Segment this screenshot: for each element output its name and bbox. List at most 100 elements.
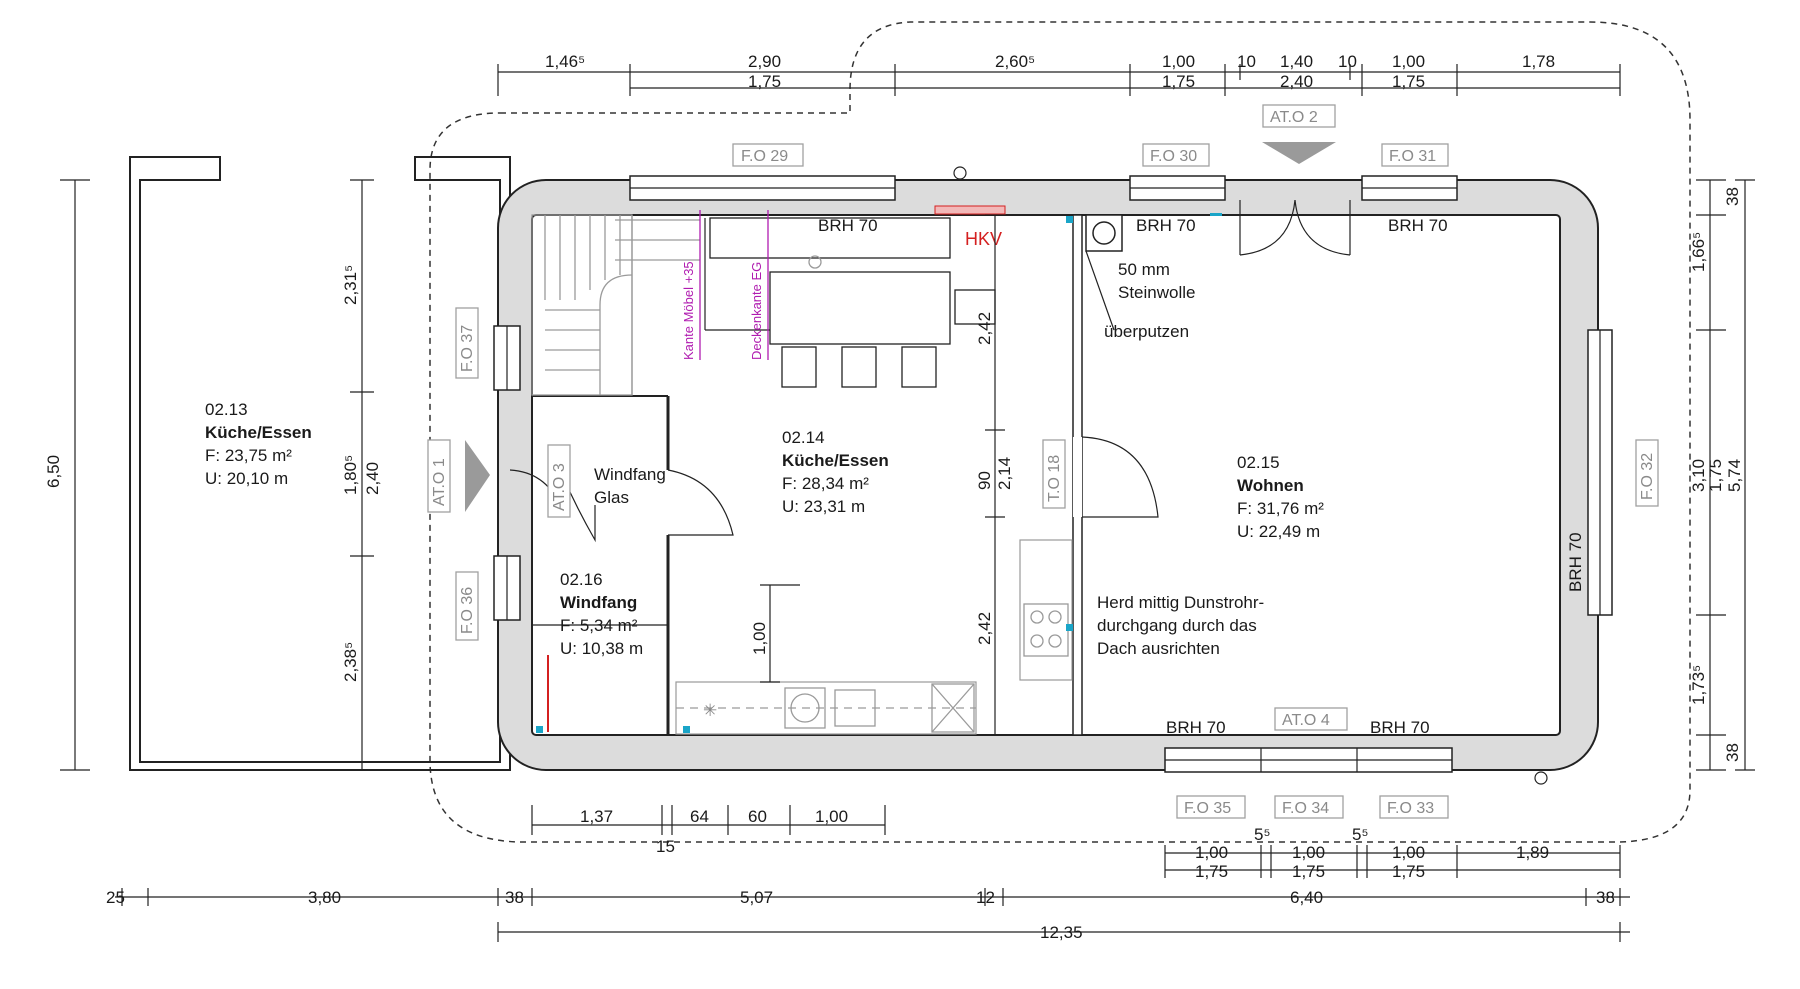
tag-f-o-34: F.O 34	[1274, 795, 1344, 819]
svg-text:1,37: 1,37	[580, 807, 613, 826]
svg-text:1,78: 1,78	[1522, 52, 1555, 71]
svg-text:F.O 31: F.O 31	[1389, 148, 1436, 165]
cyan-markers	[536, 213, 1222, 733]
window-left-lower	[493, 555, 521, 621]
svg-text:2,40: 2,40	[363, 462, 382, 495]
tag-at-o-1: AT.O 1	[427, 439, 451, 513]
tag-f-o-32: F.O 32	[1635, 439, 1659, 507]
hkv-unit	[934, 205, 1006, 215]
svg-text:U: 22,49 m: U: 22,49 m	[1237, 522, 1320, 541]
svg-text:02.16: 02.16	[560, 570, 603, 589]
svg-text:Windfang: Windfang	[560, 593, 637, 612]
window-top-mid	[1129, 175, 1226, 201]
dim-chain-right	[1696, 179, 1755, 771]
svg-text:F: 28,34 m²: F: 28,34 m²	[782, 474, 869, 493]
note-insulation-2: Steinwolle	[1118, 283, 1196, 302]
tag-f-o-36: F.O 36	[455, 571, 479, 641]
svg-text:1,89: 1,89	[1516, 843, 1549, 862]
terrace-outline	[129, 156, 511, 771]
svg-text:2,31⁵: 2,31⁵	[341, 265, 360, 305]
tag-f-o-35: F.O 35	[1176, 795, 1246, 819]
svg-text:1,73⁵: 1,73⁵	[1689, 665, 1708, 705]
svg-text:38: 38	[1723, 187, 1742, 206]
tag-t-o-18: T.O 18	[1042, 439, 1066, 509]
svg-text:AT.O 4: AT.O 4	[1282, 712, 1330, 729]
brh-4: BRH 70	[1166, 718, 1226, 737]
svg-text:1,75: 1,75	[1392, 862, 1425, 881]
staircase	[531, 214, 700, 396]
svg-text:2,60⁵: 2,60⁵	[995, 52, 1035, 71]
svg-text:F.O 30: F.O 30	[1150, 148, 1197, 165]
svg-text:1,75: 1,75	[1292, 862, 1325, 881]
svg-text:60: 60	[748, 807, 767, 826]
room-02-13: 02.13 Küche/Essen F: 23,75 m² U: 20,10 m	[205, 400, 312, 488]
svg-text:1,00: 1,00	[1392, 843, 1425, 862]
note-insulation-1: 50 mm	[1118, 260, 1170, 279]
svg-text:1,75: 1,75	[1706, 459, 1725, 492]
window-top-right	[1361, 175, 1458, 201]
dim-text-bottom: 1,37 64 60 1,00 15 5⁵ 5⁵ 1,00 1,00 1,00 …	[106, 807, 1615, 942]
svg-text:02.15: 02.15	[1237, 453, 1280, 472]
room-02-14: 02.14 Küche/Essen F: 28,34 m² U: 23,31 m	[782, 428, 889, 516]
hkv-label: HKV	[965, 229, 1002, 249]
svg-text:5,74: 5,74	[1725, 459, 1744, 492]
tag-f-o-37: F.O 37	[455, 307, 479, 379]
label-deckenkante: Deckenkante EG	[749, 262, 764, 360]
brh-5: BRH 70	[1370, 718, 1430, 737]
svg-text:1,00: 1,00	[1292, 843, 1325, 862]
svg-text:1,00: 1,00	[1392, 52, 1425, 71]
note-herd-1: Herd mittig Dunstrohr-	[1097, 593, 1264, 612]
svg-text:T.O 18: T.O 18	[1046, 455, 1063, 502]
svg-text:3,10: 3,10	[1689, 459, 1708, 492]
svg-text:38: 38	[1723, 743, 1742, 762]
note-windfang-2: Glas	[594, 488, 629, 507]
downpipe-bottom	[1534, 771, 1548, 785]
dim-text-top: 1,46⁵ 2,90 2,60⁵ 1,00 10 1,40 10 1,00 1,…	[545, 52, 1555, 91]
dim-text-left: 6,50 2,31⁵ 1,80⁵ 2,40 2,38⁵	[44, 265, 382, 682]
svg-text:U: 10,38 m: U: 10,38 m	[560, 639, 643, 658]
dim-text-right: 38 1,66⁵ 3,10 1,75 5,74 1,73⁵ 38	[1689, 187, 1744, 762]
tag-f-o-33: F.O 33	[1379, 795, 1449, 819]
note-windfang-1: Windfang	[594, 465, 666, 484]
svg-text:F: 31,76 m²: F: 31,76 m²	[1237, 499, 1324, 518]
dim-text-mid: 2,42 90 2,14 2,42 1,00	[750, 312, 1014, 655]
svg-text:2,40: 2,40	[1280, 72, 1313, 91]
dim-chain-top	[497, 64, 1621, 96]
interior-wall-door-gap	[1073, 437, 1082, 517]
window-bottom-row	[1164, 747, 1453, 773]
svg-text:1,75: 1,75	[748, 72, 781, 91]
svg-text:Küche/Essen: Küche/Essen	[782, 451, 889, 470]
tag-at-o-2: AT.O 2	[1262, 104, 1336, 128]
svg-text:5,07: 5,07	[740, 888, 773, 907]
svg-text:U: 23,31 m: U: 23,31 m	[782, 497, 865, 516]
window-right	[1587, 329, 1613, 616]
dashed-outline	[429, 21, 1691, 843]
dim-chain-left	[60, 179, 374, 771]
svg-text:F.O 34: F.O 34	[1282, 800, 1329, 817]
tag-at-o-4: AT.O 4	[1274, 707, 1348, 731]
kitchen-counter: ✳	[675, 539, 1073, 735]
svg-text:90: 90	[975, 471, 994, 490]
svg-text:15: 15	[656, 837, 675, 856]
svg-text:2,90: 2,90	[748, 52, 781, 71]
tag-f-o-31: F.O 31	[1381, 143, 1449, 167]
svg-text:F.O 33: F.O 33	[1387, 800, 1434, 817]
room-02-15: 02.15 Wohnen F: 31,76 m² U: 22,49 m	[1237, 453, 1324, 541]
brh-2: BRH 70	[1136, 216, 1196, 235]
dim-chain-bottom	[115, 805, 1630, 942]
svg-text:02.13: 02.13	[205, 400, 248, 419]
downpipe-top	[953, 166, 967, 180]
svg-text:2,14: 2,14	[995, 457, 1014, 490]
svg-text:2,38⁵: 2,38⁵	[341, 642, 360, 682]
window-top-left	[629, 175, 896, 201]
svg-text:6,40: 6,40	[1290, 888, 1323, 907]
door-kitchen-living	[1081, 436, 1159, 518]
svg-text:AT.O 2: AT.O 2	[1270, 109, 1318, 126]
brh-3: BRH 70	[1388, 216, 1448, 235]
svg-text:1,75: 1,75	[1162, 72, 1195, 91]
svg-text:1,40: 1,40	[1280, 52, 1313, 71]
svg-text:5⁵: 5⁵	[1254, 825, 1271, 844]
svg-text:✳: ✳	[703, 701, 717, 720]
svg-text:1,75: 1,75	[1195, 862, 1228, 881]
